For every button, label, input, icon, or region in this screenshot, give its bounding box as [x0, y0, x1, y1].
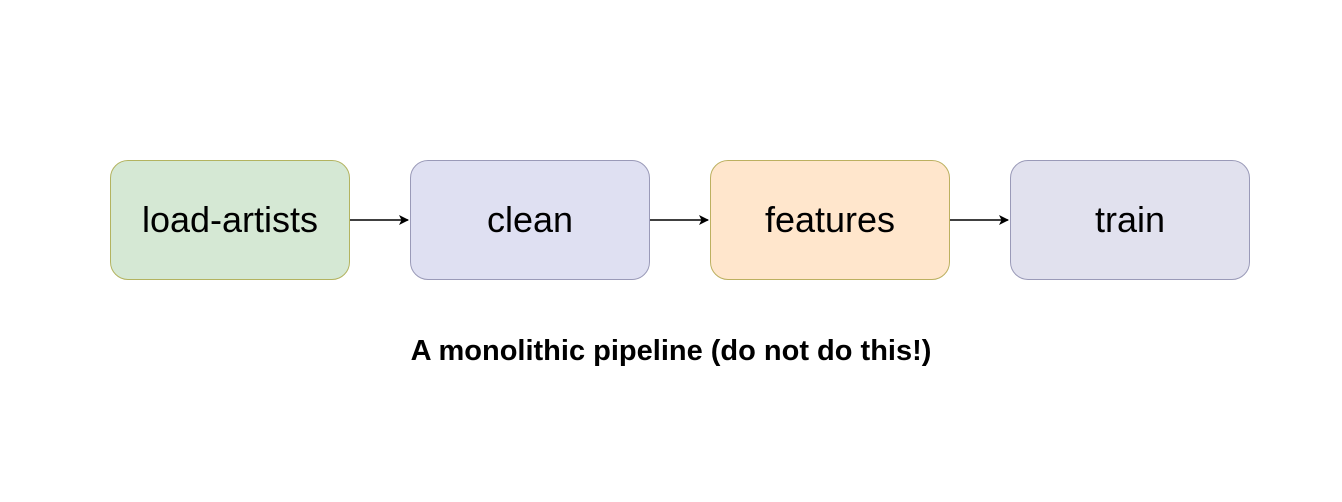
- node-label: features: [764, 199, 896, 240]
- node-train: train: [1010, 160, 1250, 280]
- node-features: features: [710, 160, 950, 280]
- node-label: clean: [486, 199, 574, 240]
- node-label: load-artists: [141, 199, 319, 240]
- node-clean: clean: [410, 160, 650, 280]
- node-label: train: [1094, 199, 1166, 240]
- node-load-artists: load-artists: [110, 160, 350, 280]
- diagram-caption: A monolithic pipeline (do not do this!): [410, 335, 932, 367]
